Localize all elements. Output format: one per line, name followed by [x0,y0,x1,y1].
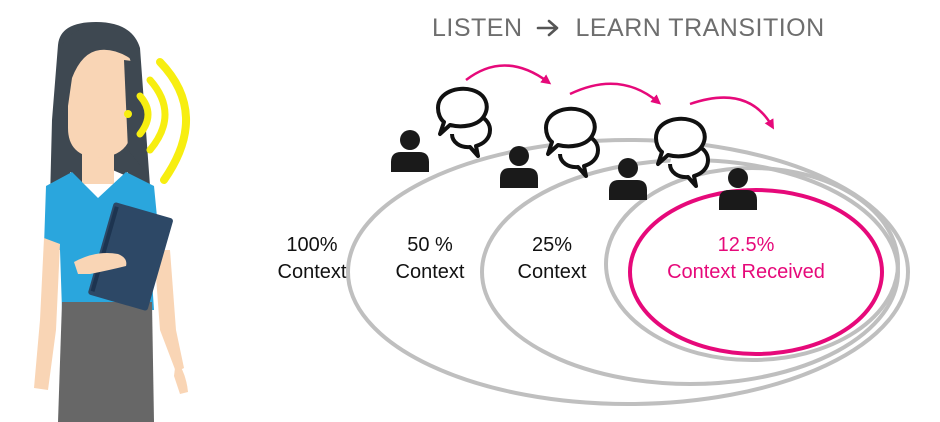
speech-bubbles-icon [544,106,600,178]
woman-listening-figure [34,22,188,422]
person-icon [391,130,429,172]
title-learn-transition: LEARN TRANSITION [575,14,825,42]
curved-arrow-icon [465,64,552,85]
speech-bubbles-icon [436,86,492,158]
context-ellipses [346,138,910,406]
label-percent: 25% [531,234,573,256]
ellipse-12 [628,188,884,356]
ellipse-25 [604,166,900,362]
label-50-context: 50 % Context [384,232,476,286]
transition-arrows [465,64,774,130]
label-100-context: 100% Context [266,232,358,286]
label-percent: 100% [286,234,338,256]
sound-wave-icon [136,58,190,184]
label-text: Context [517,261,587,283]
title-listen: LISTEN [432,14,523,42]
label-text: Context [277,261,347,283]
ellipse-100 [346,138,910,406]
label-12-5-context-received: 12.5% Context Received [646,232,846,286]
label-percent: 12.5% [717,234,775,256]
arrow-right-icon [536,14,562,43]
label-text: Context [395,261,465,283]
label-percent: 50 % [407,234,453,256]
speech-bubbles [436,86,710,188]
curved-arrow-icon [689,96,774,130]
label-25-context: 25% Context [500,232,604,286]
diagram-title: LISTEN LEARN TRANSITION [432,14,825,43]
label-text: Context Received [667,261,825,283]
curved-arrow-icon [569,82,662,105]
